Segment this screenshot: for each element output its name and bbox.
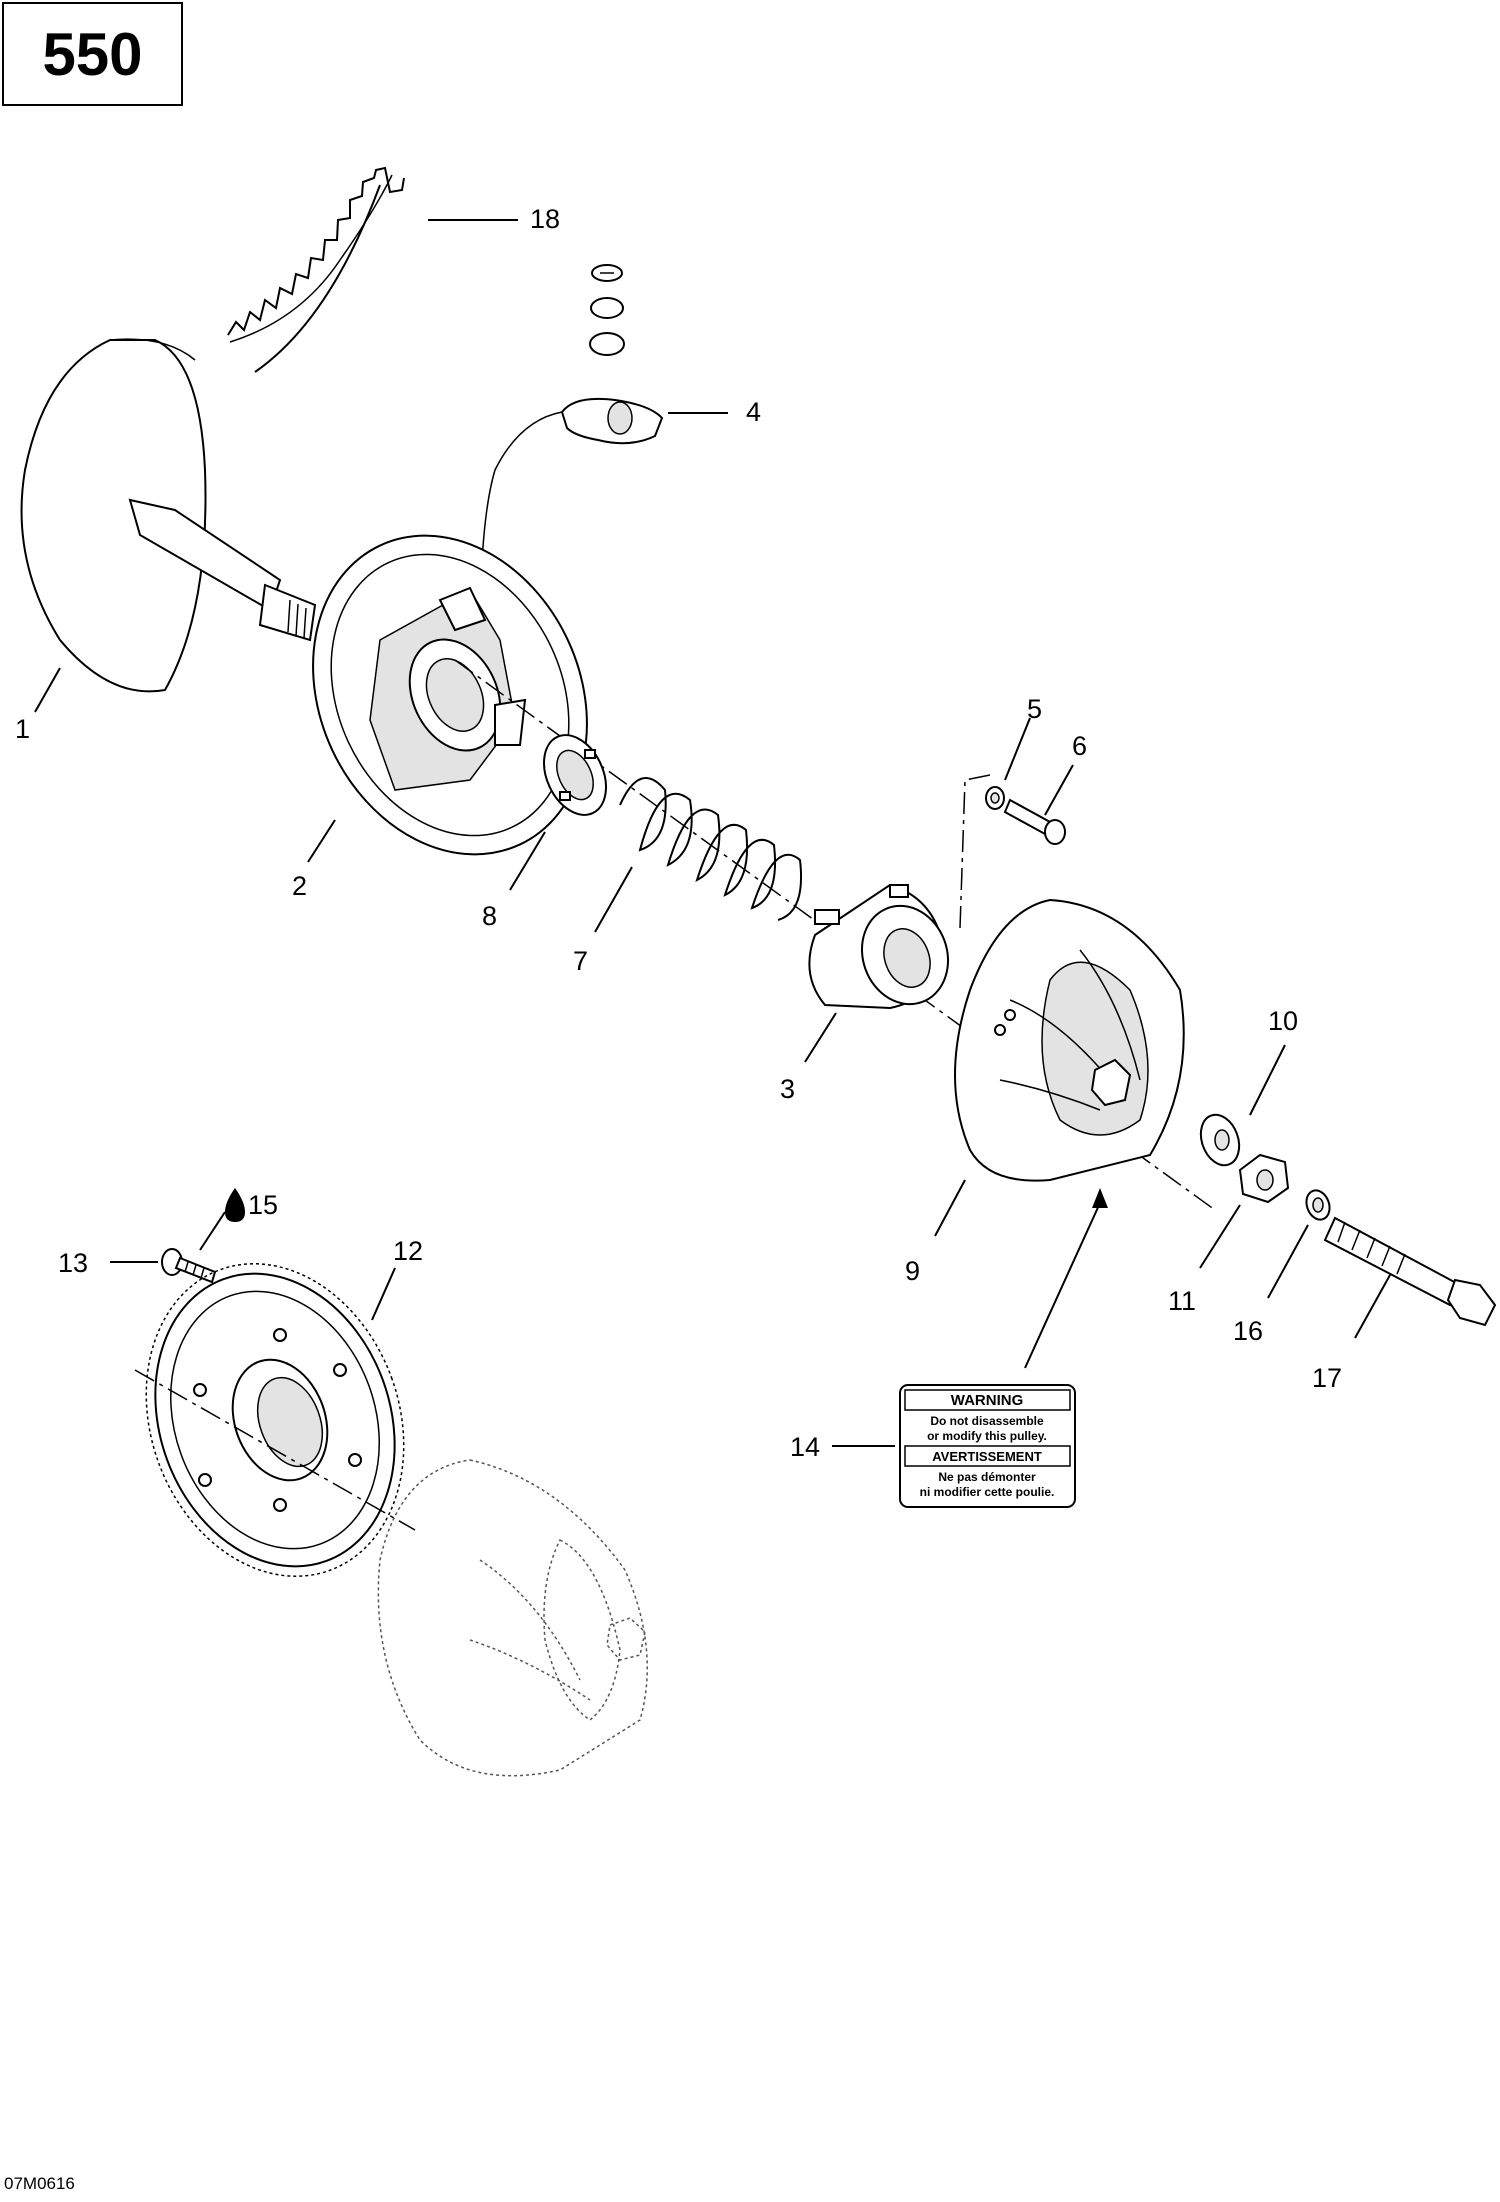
callout-7: 7 [573,946,588,976]
part-14-warning-label: WARNING Do not disassemble or modify thi… [899,1384,1076,1508]
callout-9: 9 [905,1256,920,1286]
callout-12: 12 [393,1236,423,1266]
model-number-box: 550 [2,2,183,106]
part-13-screw [161,1248,217,1284]
part-12-ring-gear [145,1263,405,1577]
part-5-washer [985,786,1005,810]
centerline-bolt [959,774,991,929]
callout-1: 1 [15,714,30,744]
warning-line2-fr: ni modifier cette poulie. [920,1485,1055,1499]
warning-line1-en: Do not disassemble [930,1414,1044,1428]
oil-drop-icon [225,1188,245,1222]
callout-4: 4 [746,397,761,427]
part-9-cover [954,898,1185,1182]
warning-line1-fr: Ne pas démonter [938,1470,1036,1484]
model-number: 550 [42,20,143,88]
part-18-drive-belt [227,166,405,373]
warning-heading-fr: AVERTISSEMENT [932,1449,1042,1464]
callout-11: 11 [1168,1286,1196,1316]
drawing-code: 07M0616 [4,2174,75,2193]
callout-8: 8 [482,901,497,931]
part-4-cap-and-discs [479,264,664,641]
ghost-assembled-cover [377,1459,648,1777]
part-1-fixed-sheave [20,338,317,693]
warning-line2-en: or modify this pulley. [927,1429,1047,1443]
callout-18: 18 [530,204,560,234]
warning-heading-en: WARNING [951,1392,1024,1409]
leader-lines [34,219,1391,1447]
part-6-screw [1003,798,1066,845]
callout-17: 17 [1312,1363,1342,1393]
part-8-ring [543,734,607,816]
callout-16: 16 [1233,1316,1263,1346]
callout-10: 10 [1268,1006,1298,1036]
part-17-bolt [1323,1216,1497,1327]
centerline-lower [134,1369,416,1531]
part-10-washer [1199,1113,1241,1167]
part-2-movable-sheave [312,534,588,856]
callout-15: 15 [248,1190,278,1220]
callout-numbers: 18 4 1 2 8 7 3 5 6 9 10 11 16 17 13 15 1… [15,204,1342,1462]
part-11-nut [1238,1153,1290,1204]
part-16-lockwasher [1305,1189,1331,1221]
callout-14: 14 [790,1432,820,1462]
callout-5: 5 [1027,694,1042,724]
part-7-spring [619,777,802,921]
callout-2: 2 [292,871,307,901]
callout-13: 13 [58,1248,88,1278]
part-3-cam [808,883,950,1010]
callout-3: 3 [780,1074,795,1104]
callout-6: 6 [1072,731,1087,761]
